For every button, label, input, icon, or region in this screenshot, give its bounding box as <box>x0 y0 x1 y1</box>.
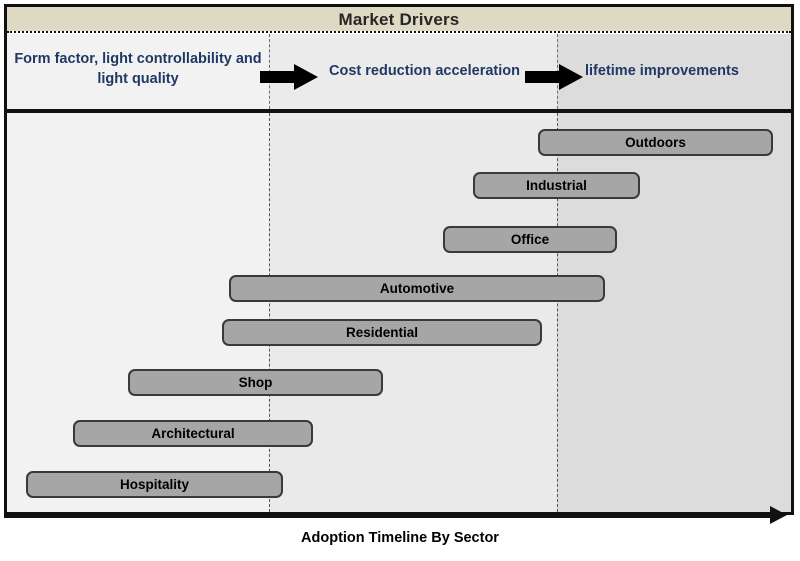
timeline-bar-label: Shop <box>238 374 273 390</box>
chart-top-divider <box>4 109 794 113</box>
timeline-bar-label: Hospitality <box>119 476 189 492</box>
timeline-bar-shop[interactable]: Shop <box>128 369 383 396</box>
timeline-bar-label: Architectural <box>151 425 235 441</box>
band-zone-late <box>557 34 791 109</box>
driver-label-lifetime: lifetime improvements <box>585 63 739 79</box>
right-arrow-icon <box>770 506 787 524</box>
timeline-axis-line <box>4 513 776 518</box>
band-zone-mid <box>269 34 557 109</box>
timeline-bar-residential[interactable]: Residential <box>222 319 542 346</box>
timeline-bar-label: Residential <box>345 324 419 340</box>
band-zone-early <box>7 34 269 109</box>
plot-divider-2 <box>557 113 558 512</box>
right-arrow-icon <box>260 64 318 90</box>
timeline-bar-hospitality[interactable]: Hospitality <box>26 471 283 498</box>
driver-label-cost-reduction: Cost reduction acceleration <box>329 63 520 79</box>
plot-divider-1 <box>269 113 270 512</box>
timeline-bar-office[interactable]: Office <box>443 226 617 253</box>
adoption-timeline-plot: Outdoors Industrial Office Automotive Re… <box>7 113 791 512</box>
right-arrow-icon <box>525 64 583 90</box>
timeline-bar-outdoors[interactable]: Outdoors <box>538 129 773 156</box>
timeline-bar-industrial[interactable]: Industrial <box>473 172 640 199</box>
timeline-bar-label: Industrial <box>526 177 587 193</box>
timeline-bar-label: Automotive <box>379 280 455 296</box>
timeline-bar-label: Outdoors <box>625 134 686 150</box>
page-title: Market Drivers <box>338 9 460 29</box>
timeline-bar-automotive[interactable]: Automotive <box>229 275 605 302</box>
timeline-bar-label: Office <box>510 231 550 247</box>
market-drivers-band: Form factor, light controllability and l… <box>7 34 791 109</box>
timeline-bar-architectural[interactable]: Architectural <box>73 420 313 447</box>
driver-label-form-factor: Form factor, light controllability and l… <box>14 51 262 87</box>
title-dotted-divider <box>7 31 791 33</box>
diagram-title-band: Market Drivers <box>7 7 791 31</box>
axis-caption: Adoption Timeline By Sector <box>301 530 499 546</box>
